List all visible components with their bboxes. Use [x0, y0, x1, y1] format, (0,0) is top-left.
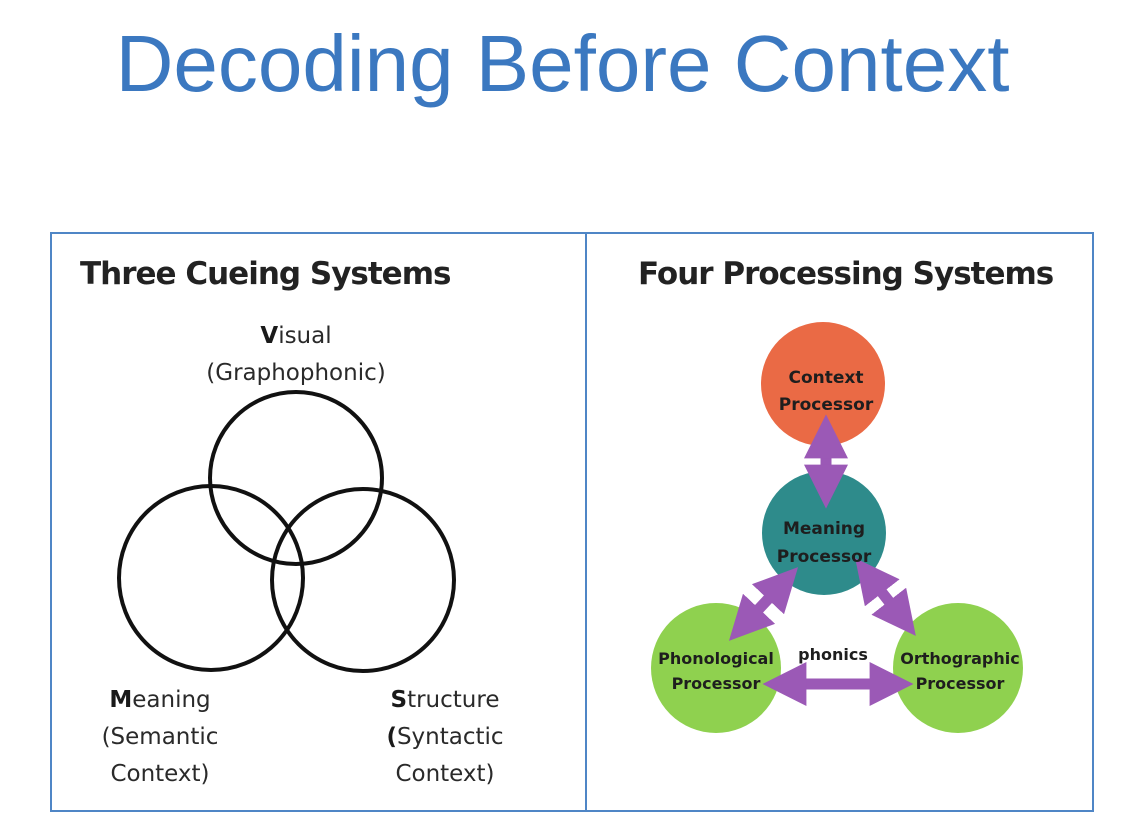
structure-rest: tructure: [407, 687, 500, 713]
context-processor-node: [761, 322, 885, 446]
visual-initial: V: [260, 323, 279, 349]
orthographic-processor-line2: Processor: [916, 674, 1005, 693]
phonics-label: phonics: [798, 645, 868, 664]
context-processor-line2: Processor: [779, 395, 874, 415]
phonological-processor-line2: Processor: [672, 674, 761, 693]
meaning-rest: eaning: [132, 687, 211, 713]
orthographic-processor-node: [893, 603, 1023, 733]
meaning-processor-line2: Processor: [777, 547, 872, 567]
meaning-processor-node: [762, 471, 886, 595]
meaning-sub2: Context): [110, 761, 210, 787]
visual-sub: (Graphophonic): [206, 360, 386, 386]
meaning-sub1: (Semantic: [101, 724, 219, 750]
phonological-processor-node: [651, 603, 781, 733]
venn-circle-meaning: [117, 484, 305, 672]
context-processor-line1: Context: [788, 368, 863, 388]
diagram-frame: [50, 232, 1094, 812]
arrow-meaning-orthographic: [855, 558, 916, 636]
structure-initial: S: [390, 687, 408, 713]
structure-label: Structure (Syntactic Context): [365, 682, 525, 793]
structure-sub1-initial: (: [386, 724, 397, 750]
visual-label: Visual (Graphophonic): [196, 318, 396, 392]
page-title: Decoding Before Context: [115, 19, 1010, 108]
orthographic-processor-line1: Orthographic: [900, 649, 1019, 668]
four-processing-heading: Four Processing Systems: [638, 256, 1054, 292]
venn-circle-structure: [270, 487, 456, 673]
meaning-initial: M: [109, 687, 133, 713]
meaning-label: Meaning (Semantic Context): [80, 682, 240, 793]
structure-sub1-rest: Syntactic: [396, 724, 504, 750]
arrow-meaning-phonological: [728, 567, 799, 641]
three-cueing-heading: Three Cueing Systems: [80, 256, 451, 292]
structure-sub2: Context): [395, 761, 495, 787]
visual-rest: isual: [278, 323, 332, 349]
panel-divider: [585, 232, 587, 812]
venn-circle-visual: [208, 390, 384, 566]
meaning-processor-line1: Meaning: [783, 519, 865, 539]
phonological-processor-line1: Phonological: [658, 649, 774, 668]
